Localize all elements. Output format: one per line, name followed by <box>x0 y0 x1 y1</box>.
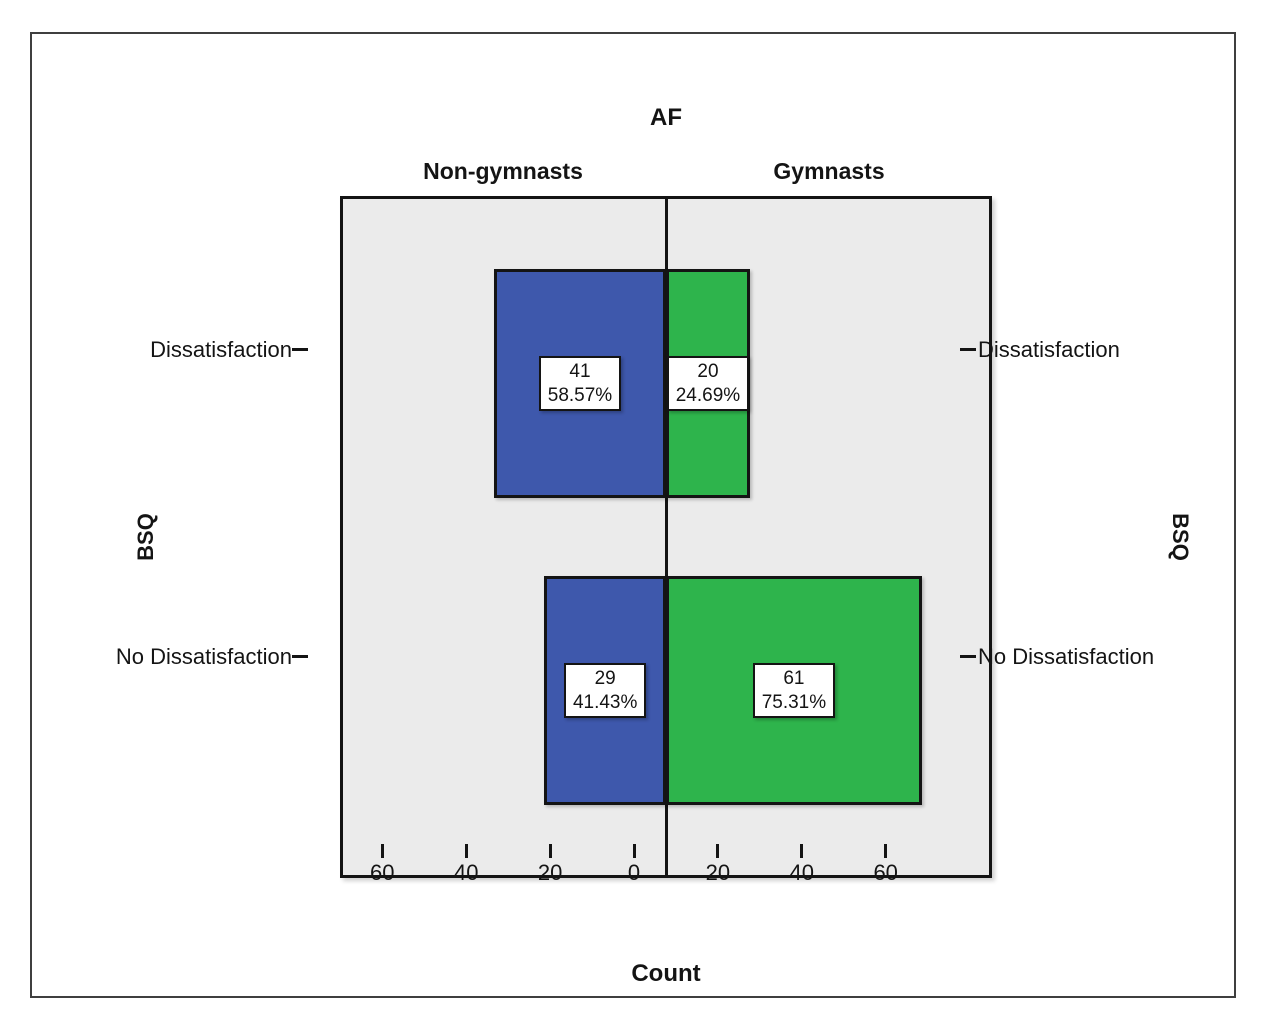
bar-count-value: 29 <box>594 667 616 689</box>
x-tick-mark-4 <box>716 844 720 858</box>
x-tick-label-4: 20 <box>705 860 731 885</box>
x-tick-mark-0 <box>380 844 384 858</box>
bar-percent-value: 41.43% <box>572 691 638 713</box>
y-axis-label-right: BSQ <box>1168 513 1193 561</box>
bar-percent-value: 58.57% <box>547 384 613 406</box>
x-tick-mark-3 <box>632 844 636 858</box>
chart-title: AF <box>650 104 682 131</box>
x-tick-mark-2 <box>548 844 552 858</box>
panel-header-gymnasts: Gymnasts <box>773 158 885 184</box>
bar-percent-value: 24.69% <box>675 384 741 406</box>
x-tick-mark-6 <box>884 844 888 858</box>
x-tick-label-5: 40 <box>789 860 815 885</box>
category-label-right-no-dissatisfaction: No Dissatisfaction <box>978 643 1155 669</box>
bar-count-value: 20 <box>697 360 719 382</box>
category-tick-right-no-dissatisfaction <box>960 655 976 658</box>
category-label-left-no-dissatisfaction: No Dissatisfaction <box>115 643 292 669</box>
x-tick-mark-1 <box>464 844 468 858</box>
x-tick-label-0: 60 <box>370 860 395 885</box>
category-label-right-dissatisfaction: Dissatisfaction <box>978 336 1120 362</box>
x-tick-label-2: 20 <box>537 860 563 885</box>
y-axis-label-left: BSQ <box>133 513 158 561</box>
category-tick-left-no-dissatisfaction <box>292 655 308 658</box>
category-tick-left-dissatisfaction <box>292 348 308 351</box>
category-label-left-dissatisfaction: Dissatisfaction <box>150 336 292 362</box>
panel-header-non-gymnasts: Non-gymnasts <box>423 158 583 184</box>
category-tick-right-dissatisfaction <box>960 348 976 351</box>
x-tick-label-3: 0 <box>627 860 641 885</box>
x-tick-label-6: 60 <box>873 860 898 885</box>
zero-axis-line <box>664 199 668 875</box>
bar-count-value: 41 <box>569 360 591 382</box>
bar-count-value: 61 <box>783 667 805 689</box>
x-tick-mark-5 <box>800 844 804 858</box>
x-axis-label: Count <box>631 960 701 987</box>
x-tick-label-1: 40 <box>453 860 479 885</box>
bar-percent-value: 75.31% <box>761 691 827 713</box>
